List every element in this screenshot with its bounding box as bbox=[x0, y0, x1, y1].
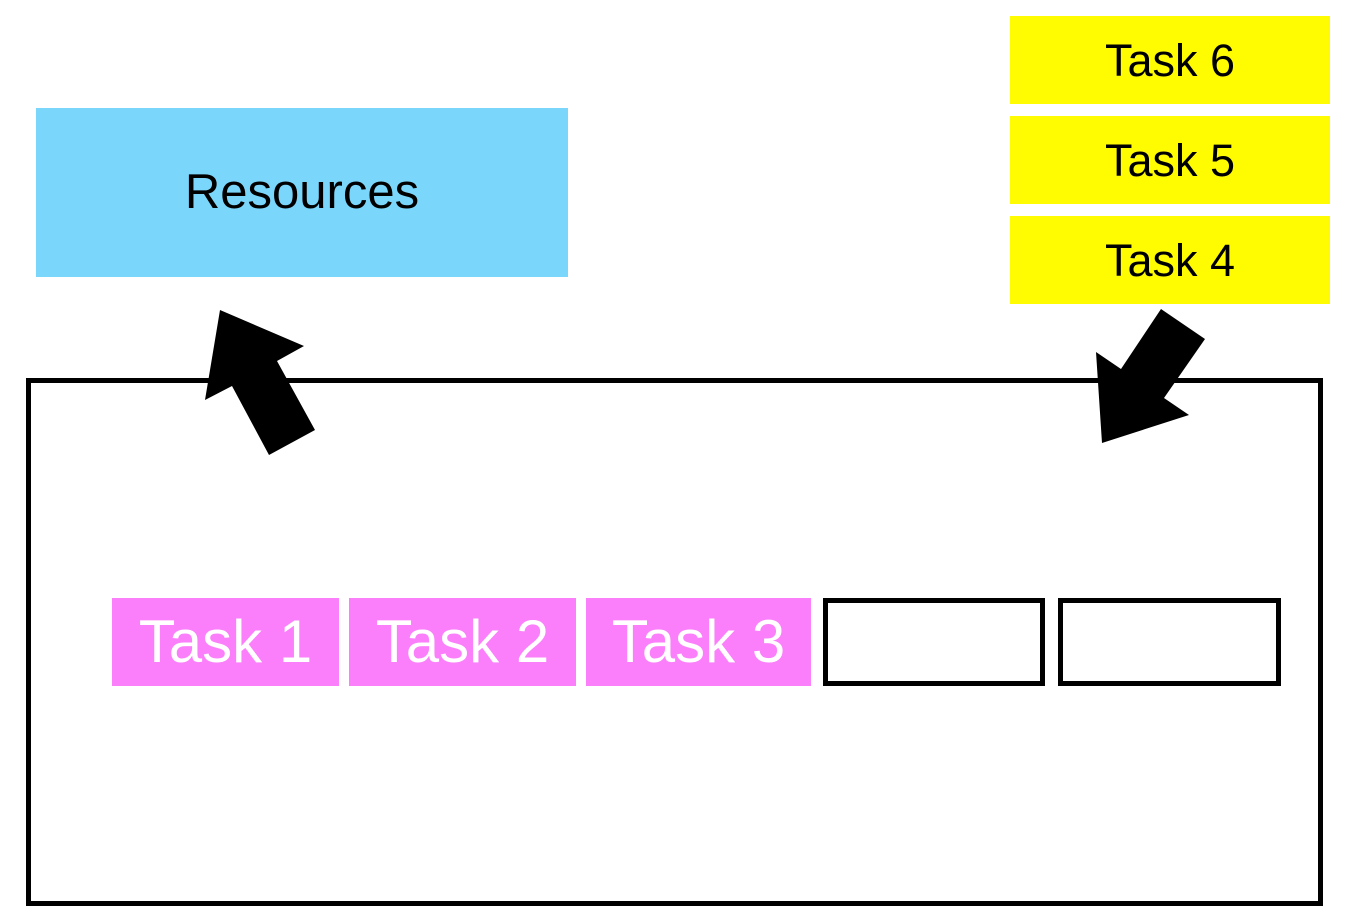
queue-task-5-label: Task 5 bbox=[1104, 134, 1236, 186]
resources-box: Resources bbox=[36, 108, 568, 277]
empty-slot-2 bbox=[1058, 598, 1281, 686]
scheduled-task-2-label: Task 2 bbox=[375, 608, 550, 675]
queue-task-4: Task 4 bbox=[1010, 216, 1330, 304]
scheduled-task-3-label: Task 3 bbox=[611, 608, 786, 675]
queue-task-6-label: Task 6 bbox=[1104, 34, 1236, 86]
scheduled-task-1-label: Task 1 bbox=[138, 608, 313, 675]
queue-task-5: Task 5 bbox=[1010, 116, 1330, 204]
empty-slot-1 bbox=[823, 598, 1045, 686]
scheduled-task-3: Task 3 bbox=[586, 598, 811, 686]
queue-task-4-label: Task 4 bbox=[1104, 234, 1236, 286]
resources-label: Resources bbox=[184, 165, 420, 219]
queue-task-6: Task 6 bbox=[1010, 16, 1330, 104]
scheduled-task-2: Task 2 bbox=[349, 598, 576, 686]
scheduled-task-1: Task 1 bbox=[112, 598, 339, 686]
